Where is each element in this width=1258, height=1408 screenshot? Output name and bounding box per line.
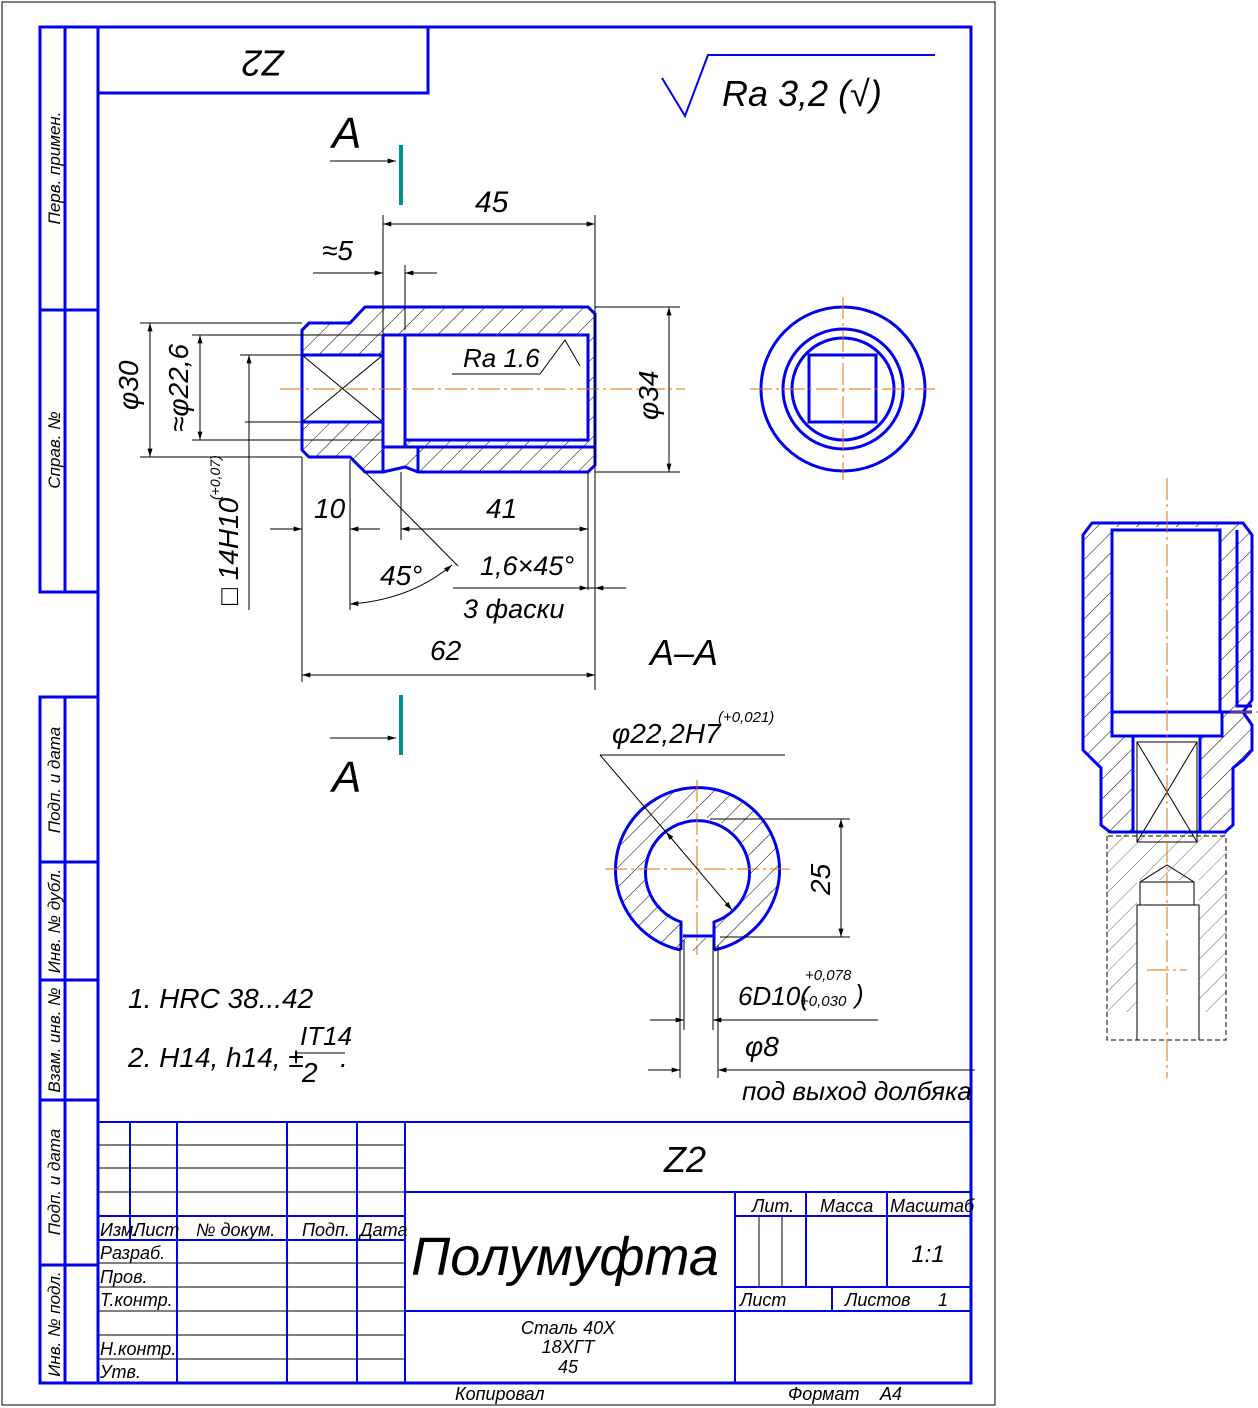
material-3: 45 [558,1357,579,1377]
side-label: Подп. и дата [45,1129,64,1235]
header-sign: Подп. [302,1220,350,1240]
section-title: A–A [648,632,718,673]
dim-d22-6: ≈φ22,6 [163,343,194,432]
title-block: Изм. Лист № докум. Подп. Дата Разраб. Пр… [98,1121,975,1404]
roughness-ra16: Ra 1.6 [463,343,540,373]
top-code-box [96,25,430,95]
side-label: Перв. примен. [45,112,64,225]
side-label: Справ. № [45,411,64,488]
roughness-text: Ra 3,2 (√) [722,73,882,114]
top-code: Z2 [242,42,285,83]
outer-frame [1,1,996,1406]
section-a-a: φ22,2H7 (+0,021) 25 6D10( +0,078 +0,030 … [599,709,975,1106]
header-izm: Изм. [100,1220,138,1240]
section-marker-bottom: A [329,695,403,802]
side-label: Инв. № дубл. [45,869,64,974]
dim-10: 10 [314,493,346,524]
slot-note: под выход долбяка [742,1076,972,1106]
keyway-tol-lower: +0,030 [800,993,847,1010]
dim-62: 62 [430,635,462,666]
note-2-denominator: 2 [301,1057,318,1088]
material-2: 18ХГТ [542,1337,597,1357]
part-name: Полумуфта [411,1227,719,1287]
side-label: Подп. и дата [45,727,64,833]
role-tech-control: Т.контр. [100,1290,173,1310]
dim-41: 41 [486,493,517,524]
dim-d30: φ30 [113,360,144,410]
side-label: Инв. № подл. [45,1271,64,1377]
drawing-code: Z2 [663,1139,706,1180]
dim-d22-2-tol: (+0,021) [718,709,774,726]
section-letter: A [329,109,361,158]
roughness-symbol: Ra 3,2 (√) [661,54,935,119]
dim-d8: φ8 [745,1031,779,1062]
note-1: 1. HRC 38...42 [128,983,314,1014]
note-2: 2. H14, h14, ± [127,1042,304,1073]
material-1: Сталь 40Х [521,1318,616,1338]
note-2-end: . [340,1042,348,1073]
keyway-tol-upper: +0,078 [805,967,852,984]
copied-label: Копировал [455,1384,545,1404]
dim-angle-45: 45° [380,560,422,591]
header-list: Лист [132,1220,179,1240]
role-developer: Разраб. [100,1243,165,1263]
main-dimensions: 45 ≈5 φ30 ≈φ22,6 □ 14H10 (+0,07) Ra 1.6 … [113,186,680,690]
side-label: Взам. инв. № [45,987,64,1092]
section-letter: A [329,753,361,802]
sheets-count: 1 [938,1290,948,1310]
dim-square-14-tol: (+0,07) [207,455,223,500]
format-label: Формат [788,1384,859,1404]
lit-label: Лит. [751,1196,794,1216]
dim-square-14: □ 14H10 [213,497,244,605]
format-value: A4 [879,1384,902,1404]
end-view [750,297,935,480]
dim-25: 25 [805,863,836,896]
main-section-view [280,305,685,474]
header-doc: № докум. [196,1220,275,1240]
dim-approx-5: ≈5 [322,235,353,266]
scale-label: Масштаб [890,1196,975,1216]
technical-notes: 1. HRC 38...42 2. H14, h14, ± IT14 2 . [127,983,352,1088]
sheets-label: Листов [844,1290,911,1310]
note-2-numerator: IT14 [300,1021,352,1051]
chamfer-note: 1,6×45° [480,551,574,581]
scale-value: 1:1 [911,1241,944,1268]
dim-keyway: 6D10( [738,981,811,1011]
sheet-label: Лист [739,1290,786,1310]
dim-d34: φ34 [633,371,664,420]
mass-label: Масса [820,1196,873,1216]
dim-45: 45 [475,186,509,219]
chamfer-count: 3 фаски [463,594,564,624]
role-checker: Пров. [100,1267,147,1287]
role-approved: Утв. [99,1362,141,1382]
inner-frame [96,25,973,1385]
section-marker-top: A [329,109,403,205]
keyway-close: ) [852,979,864,1009]
assembly-side-view [1081,478,1258,1078]
dim-d22-2: φ22,2H7 [612,718,722,749]
side-strip [38,25,100,1385]
header-date: Дата [358,1220,408,1240]
role-norm-control: Н.контр. [100,1339,176,1359]
